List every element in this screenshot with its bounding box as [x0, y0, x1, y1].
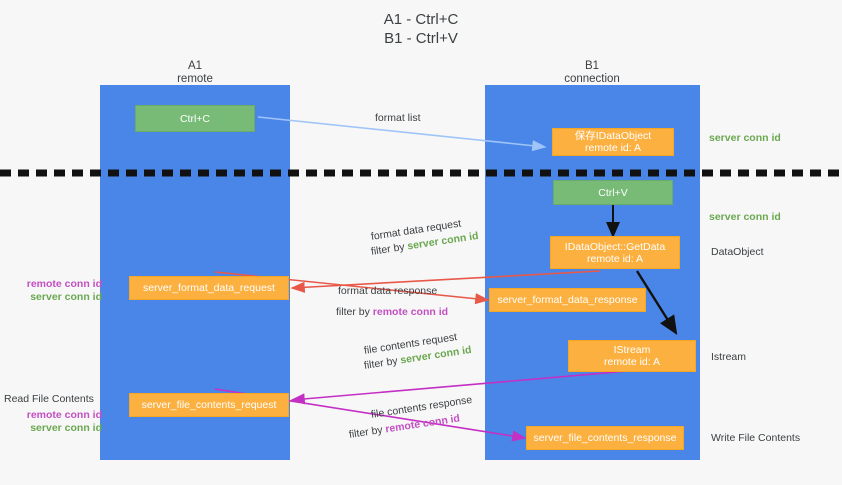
box-server-file-contents-request-label: server_file_contents_request: [141, 399, 277, 411]
annotation-istream: Istream: [711, 351, 747, 363]
box-server-file-contents-response[interactable]: server_file_contents_response: [526, 426, 684, 450]
box-server-format-data-response-label: server_format_data_response: [497, 294, 638, 306]
arrow-file-contents-request: [290, 369, 641, 405]
box-getdata[interactable]: IDataObject::GetData remote id: A: [550, 236, 680, 269]
filter-prefix: filter by: [370, 240, 409, 258]
box-ctrl-c[interactable]: Ctrl+C: [135, 105, 255, 132]
annotation-file-remote-conn-id: remote conn id: [26, 409, 102, 421]
box-getdata-line2: remote id: A: [586, 252, 644, 265]
annotation-format-conn-ids: remote conn id server conn id: [10, 278, 102, 304]
annotation-dataobject: DataObject: [711, 246, 764, 258]
box-istream[interactable]: IStream remote id: A: [568, 340, 696, 372]
box-ctrl-v-label: Ctrl+V: [598, 186, 628, 199]
box-istream-line1: IStream: [613, 344, 651, 356]
column-b1-sub: connection: [564, 73, 620, 85]
annotation-write-file-contents: Write File Contents: [711, 432, 801, 444]
box-ctrl-c-label: Ctrl+C: [179, 112, 211, 125]
column-header-b1: B1 connection: [542, 60, 642, 86]
title-line-1: A1 - Ctrl+C: [383, 11, 459, 28]
label-format-data-response: format data response filter by remote co…: [336, 284, 448, 319]
label-format-data-response-title: format data response: [338, 285, 438, 297]
annotation-read-file-contents-heading: Read File Contents: [4, 393, 94, 405]
box-server-format-data-request[interactable]: server_format_data_request: [129, 276, 289, 300]
box-save-idataobject-line1: 保存IDataObject: [574, 130, 652, 142]
label-file-contents-response: file contents response filter by remote …: [348, 394, 473, 442]
arrow-format-list: [257, 116, 547, 152]
arrow-getdata-to-istream: [635, 270, 678, 336]
filter-prefix: filter by: [336, 306, 373, 318]
column-b1-name: B1: [584, 60, 600, 72]
box-save-idataobject-line2: remote id: A: [584, 142, 642, 154]
label-format-data-response-filter: filter by remote conn id: [336, 305, 448, 319]
filter-prefix: filter by: [348, 423, 387, 441]
filter-value: remote conn id: [372, 306, 449, 318]
label-format-data-request: format data request filter by server con…: [370, 218, 479, 259]
column-a1-sub: remote: [177, 73, 213, 85]
box-server-file-contents-request[interactable]: server_file_contents_request: [129, 393, 289, 417]
diagram-title: A1 - Ctrl+C B1 - Ctrl+V: [0, 10, 842, 48]
annotation-format-remote-conn-id: remote conn id: [26, 278, 102, 290]
column-a1-name: A1: [187, 60, 203, 72]
annotation-server-conn-id-second: server conn id: [709, 211, 781, 223]
box-ctrl-v[interactable]: Ctrl+V: [553, 180, 673, 205]
annotation-read-file-contents: Read File Contents remote conn id server…: [4, 393, 102, 435]
title-line-2: B1 - Ctrl+V: [384, 30, 458, 47]
filter-prefix: filter by: [363, 354, 402, 372]
box-save-idataobject[interactable]: 保存IDataObject remote id: A: [552, 128, 674, 156]
column-header-a1: A1 remote: [145, 60, 245, 86]
label-file-contents-request: file contents request filter by server c…: [363, 331, 472, 373]
box-getdata-line1: IDataObject::GetData: [564, 240, 666, 253]
annotation-file-server-conn-id: server conn id: [30, 422, 102, 434]
annotation-server-conn-id-top: server conn id: [709, 132, 781, 144]
annotation-format-server-conn-id: server conn id: [30, 291, 102, 303]
box-server-file-contents-response-label: server_file_contents_response: [533, 432, 677, 444]
label-format-list: format list: [375, 112, 421, 124]
box-istream-line2: remote id: A: [603, 356, 661, 368]
box-server-format-data-request-label: server_format_data_request: [143, 282, 275, 294]
box-server-format-data-response[interactable]: server_format_data_response: [489, 288, 646, 312]
